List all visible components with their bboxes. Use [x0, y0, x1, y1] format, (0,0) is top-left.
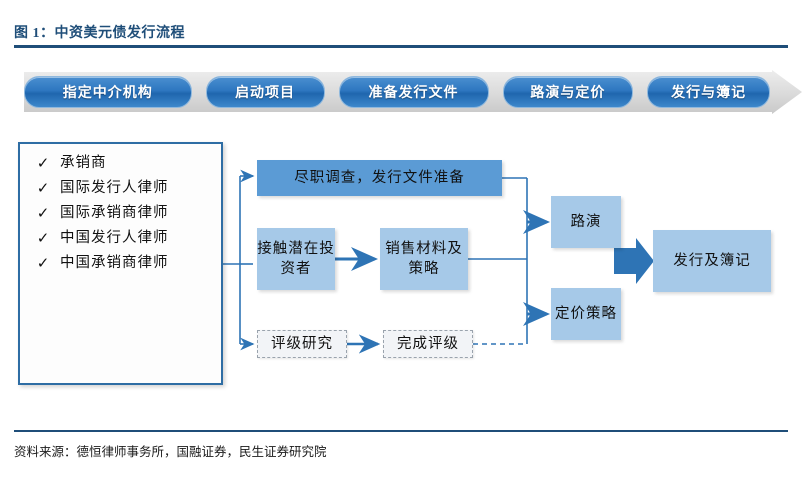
- list-item: ✓ 国际承销商律师: [26, 202, 215, 225]
- check-icon: ✓: [36, 154, 50, 172]
- footer-divider: [14, 430, 788, 432]
- stage-button-3[interactable]: 路演与定价: [502, 76, 634, 108]
- list-item: ✓ 国际发行人律师: [26, 177, 215, 200]
- list-item-label: 国际承销商律师: [60, 205, 169, 221]
- flow-box-roadshow[interactable]: 路演: [551, 196, 621, 248]
- stage-banner: 指定中介机构 启动项目 准备发行文件 路演与定价 发行与簿记: [24, 70, 802, 114]
- stage-button-4[interactable]: 发行与簿记: [647, 76, 770, 108]
- flow-box-rating-complete[interactable]: 完成评级: [383, 330, 473, 358]
- list-item-label: 中国发行人律师: [60, 230, 169, 246]
- page-title: 图 1：中资美元债发行流程: [14, 26, 185, 41]
- check-icon: ✓: [36, 229, 50, 247]
- check-icon: ✓: [36, 254, 50, 272]
- intermediaries-checklist: ✓ 承销商 ✓ 国际发行人律师 ✓ 国际承销商律师 ✓ 中国发行人律师 ✓ 中国…: [18, 142, 223, 385]
- list-item-label: 中国承销商律师: [60, 255, 169, 271]
- stage-button-0[interactable]: 指定中介机构: [24, 76, 192, 108]
- flow-box-due-diligence[interactable]: 尽职调查，发行文件准备: [257, 160, 502, 196]
- flow-box-issue-bookbuilding[interactable]: 发行及簿记: [653, 230, 771, 292]
- check-icon: ✓: [36, 179, 50, 197]
- flow-box-rating-research[interactable]: 评级研究: [257, 330, 347, 358]
- flow-box-sales-material[interactable]: 销售材料及策略: [380, 228, 468, 290]
- list-item-label: 国际发行人律师: [60, 180, 169, 196]
- stage-button-2[interactable]: 准备发行文件: [338, 76, 489, 108]
- flow-box-pricing-strategy[interactable]: 定价策略: [551, 288, 621, 340]
- list-item: ✓ 承销商: [26, 152, 215, 175]
- list-item: ✓ 中国承销商律师: [26, 252, 215, 275]
- list-item-label: 承销商: [60, 155, 107, 171]
- stage-button-1[interactable]: 启动项目: [205, 76, 325, 108]
- source-note: 资料来源：德恒律师事务所，国融证券，民生证券研究院: [14, 445, 327, 459]
- list-item: ✓ 中国发行人律师: [26, 227, 215, 250]
- flow-box-contact-investors[interactable]: 接触潜在投资者: [257, 228, 335, 290]
- title-divider: [14, 45, 788, 48]
- check-icon: ✓: [36, 204, 50, 222]
